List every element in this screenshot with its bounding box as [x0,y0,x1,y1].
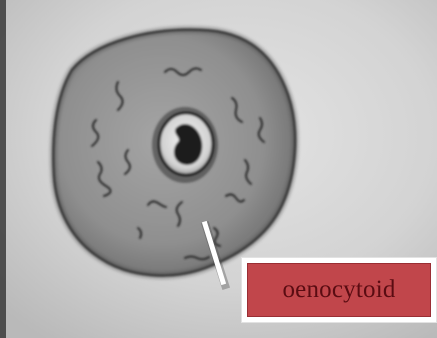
annotation-label-text: oenocytoid [282,276,395,304]
annotation-label-fill: oenocytoid [247,263,431,317]
left-edge-shadow [0,0,6,338]
nucleus [152,107,218,183]
annotation-label-box: oenocytoid [242,258,436,322]
